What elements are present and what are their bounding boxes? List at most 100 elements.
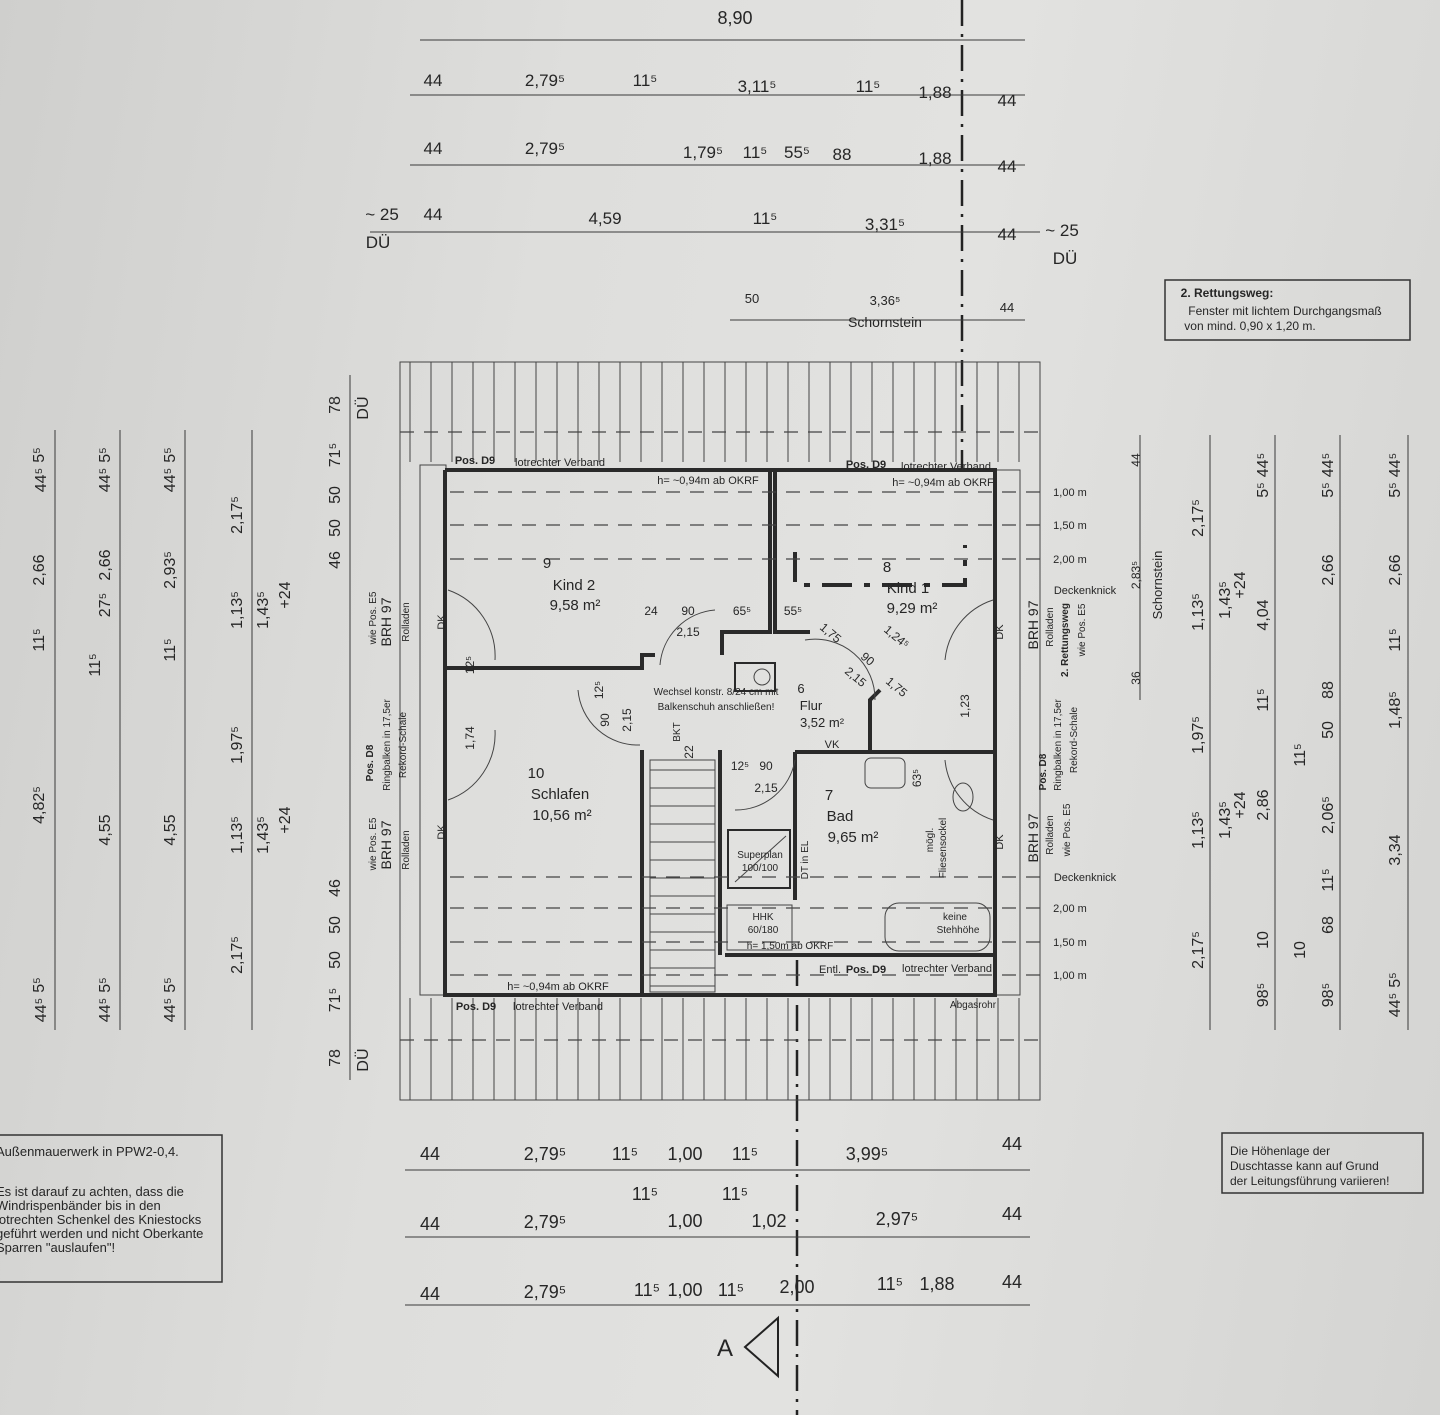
dimension-label: 3,34 (1387, 834, 1404, 865)
dimension-label: 44 (1002, 1204, 1022, 1224)
dimension-label: 1,88 (918, 149, 951, 168)
door-swing-bad (734, 759, 796, 811)
dimension-label: 44 (420, 1214, 440, 1234)
dimension-label: 50 (745, 291, 759, 306)
washbasin (864, 757, 906, 789)
dimension-label: 2,66 (1320, 554, 1337, 585)
dimension-label: 50 (1320, 721, 1337, 739)
wall-kind2-schlafen (445, 653, 655, 670)
window-swing-bad (944, 759, 994, 821)
dk-label: DK (436, 824, 448, 840)
shower-diagonal (734, 835, 787, 883)
dimension-label: 1,48⁵ (1387, 691, 1404, 729)
dimension-label: 2,79⁵ (524, 1212, 567, 1232)
height-level-label: 2,00 m (1053, 554, 1087, 566)
dimension-label: 78 (327, 396, 344, 414)
dimension-label: +24 (1232, 791, 1249, 818)
abgasrohr-label: Abgasrohr (950, 1000, 997, 1011)
rekord-label: Rekord-Schale (1069, 706, 1080, 773)
dimension-label: ~ 25 (365, 205, 399, 224)
left-note-line: Sparren "auslaufen"! (0, 1240, 115, 1255)
room-number: 6 (797, 681, 804, 696)
dimension-label: 44⁵ (33, 468, 50, 492)
window-spec: BRH 97 (378, 820, 394, 869)
dimension-label: 1,97⁵ (229, 726, 246, 764)
room-number: 9 (543, 555, 551, 572)
dimension-label: 3,31⁵ (865, 215, 905, 234)
dimension-label: 5⁵ (97, 977, 114, 993)
dimension-label: 4,82⁵ (31, 786, 48, 824)
inner-dimension: 2,15 (620, 708, 634, 732)
dimension-label: 11⁵ (1387, 628, 1404, 651)
dimension-label: +24 (277, 581, 294, 608)
room-area: 9,58 m² (550, 597, 601, 614)
inner-dimension: 12⁵ (592, 681, 606, 699)
dimension-label: 1,00 (667, 1211, 702, 1231)
dimension-label: 1,97⁵ (1190, 716, 1207, 754)
chimney-flue (753, 668, 771, 686)
dimension-label: 2,17⁵ (1190, 499, 1207, 537)
rettungsweg-note-title: 2. Rettungsweg: (1181, 286, 1274, 300)
dimension-label: 1,79⁵ (683, 143, 723, 162)
dimension-label: 10 (1255, 931, 1272, 949)
dimension-label: 2,66 (31, 554, 48, 585)
dimension-label: 44 (424, 139, 443, 158)
knee-wall-left (419, 464, 447, 996)
right-note-line: der Leitungsführung variieren! (1230, 1174, 1389, 1188)
dimension-label: 44⁵ (33, 998, 50, 1022)
wall-kind1-left (773, 470, 810, 634)
inner-dimension: 90 (759, 759, 773, 773)
dimension-label: 44 (1000, 300, 1014, 315)
dimension-label: 44⁵ (1320, 453, 1337, 477)
dimension-label: 44⁵ (97, 998, 114, 1022)
inner-dimension: 2,15 (754, 781, 778, 795)
inner-dimension: 24 (644, 604, 658, 618)
dimension-label: 5⁵ (1387, 482, 1404, 498)
dimension-label: DÜ (366, 233, 391, 252)
dimension-label: 46 (327, 879, 344, 897)
height-note: h= ~0,94m ab OKRF (892, 477, 994, 489)
dimension-label: 2,17⁵ (229, 496, 246, 534)
dimension-label: 2,17⁵ (1190, 931, 1207, 969)
window-spec: BRH 97 (378, 597, 394, 646)
wechsel-note: Balkenschuh anschließen! (658, 702, 775, 713)
inner-dimension: 22 (682, 745, 696, 759)
dimension-label: 55⁵ (784, 143, 810, 162)
room-area: 9,65 m² (828, 829, 879, 846)
height-note: h= ~0,94m ab OKRF (657, 475, 759, 487)
dimension-label: 88 (1320, 681, 1337, 699)
dimension-label: 44 (998, 225, 1017, 244)
lotrecht-label: lotrechter Verband (515, 457, 605, 469)
dimension-label: 27⁵ (97, 593, 114, 617)
window-swing-kind1 (944, 599, 994, 661)
dimension-label: 2,66 (97, 549, 114, 580)
outer-wall (443, 468, 997, 997)
window-spec: Rolladen (401, 602, 412, 641)
inner-dimension: 12⁵ (731, 759, 749, 773)
dimension-label: 44 (424, 71, 443, 90)
dimension-label: 5⁵ (162, 447, 179, 463)
inner-dimension: 65⁵ (733, 604, 751, 618)
dimension-label: 4,55 (97, 814, 114, 845)
rekord-label: Rekord-Schale (398, 711, 409, 778)
inner-dimension: 1,75 (883, 674, 910, 700)
dimension-label: 44⁵ (162, 468, 179, 492)
shower-label: 100/100 (742, 863, 779, 874)
window-spec: Rolladen (401, 830, 412, 869)
dimension-label: 44 (424, 205, 443, 224)
dimension-label: 11⁵ (162, 638, 179, 661)
dimension-label: 98⁵ (1255, 983, 1272, 1007)
dimension-label: +24 (277, 806, 294, 833)
pos-d9-label: Pos. D9 (846, 964, 886, 976)
dimension-label: 5⁵ (1387, 972, 1404, 988)
left-note-line: geführt werden und nicht Oberkante (0, 1226, 203, 1241)
window-spec: BRH 97 (1025, 813, 1041, 862)
tile-label: Fliesensockel (938, 818, 949, 879)
height-level-label: 2,00 m (1053, 903, 1087, 915)
hhk-label: HHK (752, 912, 773, 923)
section-marker-icon (743, 1315, 779, 1379)
dimension-label: 2,79⁵ (524, 1282, 567, 1302)
dimension-label: ~ 25 (1045, 221, 1079, 240)
wall-flur-diagonal (868, 688, 882, 752)
inner-dimension: 1,24⁵ (881, 622, 912, 651)
